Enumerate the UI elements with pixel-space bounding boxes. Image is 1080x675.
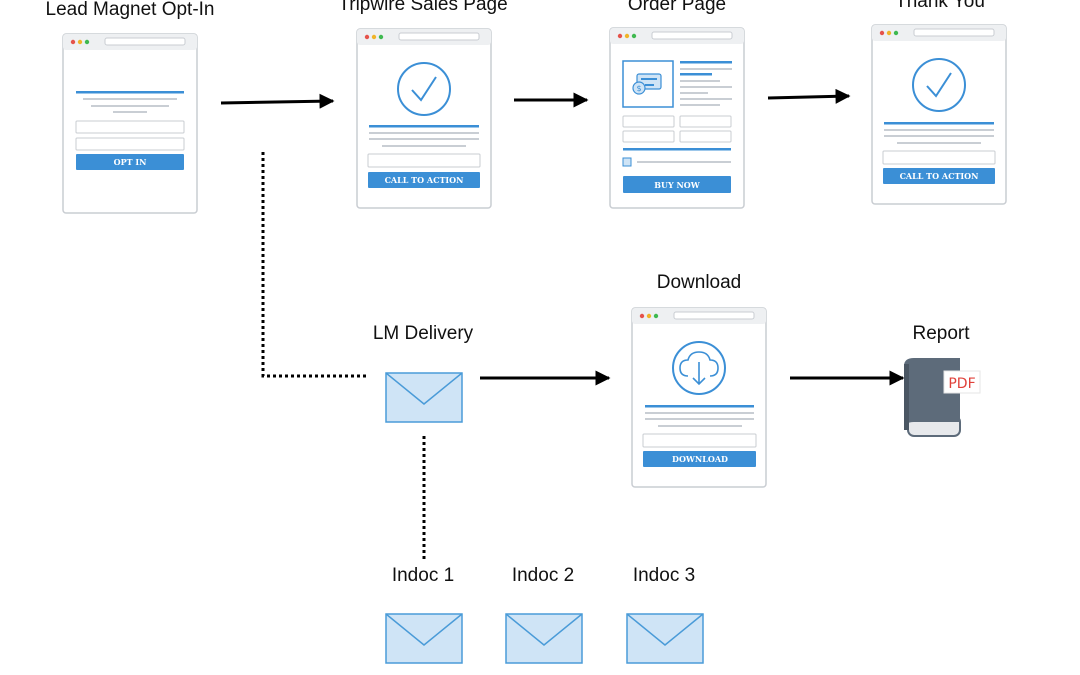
envelope-icon-lm-delivery (385, 372, 463, 423)
envelope-icon-indoc-2 (505, 613, 583, 664)
label-lead-magnet-opt-in: Lead Magnet Opt-In (45, 0, 215, 20)
order-page-window: $ BUY NOW (609, 27, 745, 209)
payment-card-icon: $ (622, 60, 674, 108)
envelope-icon-indoc-3 (626, 613, 704, 664)
label-tripwire-sales-page: Tripwire Sales Page (338, 0, 508, 15)
label-download: Download (656, 272, 742, 293)
download-button: DOWNLOAD (672, 454, 728, 464)
pdf-badge: PDF (943, 370, 981, 394)
check-circle-icon (397, 62, 451, 116)
label-report: Report (912, 323, 970, 344)
svg-text:PDF: PDF (948, 376, 975, 392)
tripwire-page-window: CALL TO ACTION (356, 28, 492, 209)
tripwire-cta-button: CALL TO ACTION (385, 175, 464, 185)
cloud-download-icon (672, 341, 726, 395)
opt-in-button: OPT IN (114, 157, 147, 167)
envelope-icon-indoc-1 (385, 613, 463, 664)
arrow-optin-to-tripwire (220, 93, 335, 109)
download-page-window: DOWNLOAD (631, 307, 767, 488)
svg-text:$: $ (636, 84, 641, 93)
label-thank-you: Thank You (895, 0, 985, 12)
buy-now-button: BUY NOW (654, 180, 701, 190)
label-indoc-1: Indoc 1 (391, 565, 455, 586)
label-indoc-2: Indoc 2 (511, 565, 575, 586)
thankyou-cta-button: CALL TO ACTION (900, 171, 979, 181)
label-lm-delivery: LM Delivery (372, 323, 474, 344)
book-icon: PDF (904, 358, 981, 437)
arrow-order-to-thankyou (767, 88, 851, 104)
optin-page-window: OPT IN (62, 33, 198, 214)
thankyou-page-window: CALL TO ACTION (871, 24, 1007, 205)
dotted-connector-optin-to-delivery (261, 152, 367, 378)
check-circle-icon (912, 58, 966, 112)
label-order-page: Order Page (627, 0, 727, 15)
label-indoc-3: Indoc 3 (632, 565, 696, 586)
